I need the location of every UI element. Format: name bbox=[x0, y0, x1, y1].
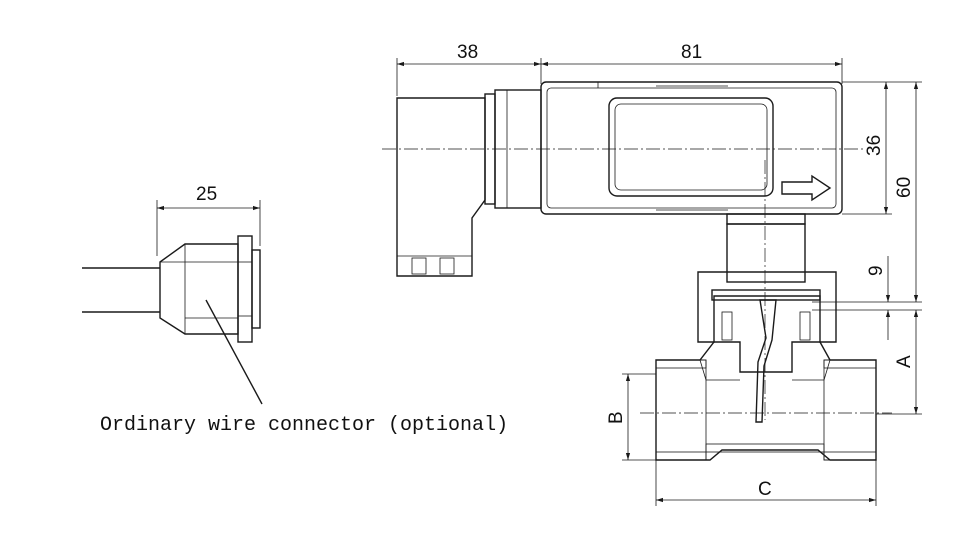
dim-36-label: 36 bbox=[864, 135, 885, 156]
dim-9-label: 9 bbox=[866, 265, 887, 276]
dim-C-label: C bbox=[758, 479, 772, 500]
dim-38-label: 38 bbox=[457, 42, 478, 63]
dim-81-label: 81 bbox=[681, 42, 702, 63]
dim-A-label: A bbox=[894, 355, 915, 368]
flow-switch-view: 38 81 36 60 9 A bbox=[382, 42, 922, 506]
dim-25-label: 25 bbox=[196, 184, 217, 205]
dim-B-label: B bbox=[606, 411, 627, 424]
caption-wire-connector: Ordinary wire connector (optional) bbox=[100, 414, 508, 437]
wire-connector-view: 25 bbox=[82, 184, 263, 405]
dim-60-label: 60 bbox=[894, 177, 915, 198]
